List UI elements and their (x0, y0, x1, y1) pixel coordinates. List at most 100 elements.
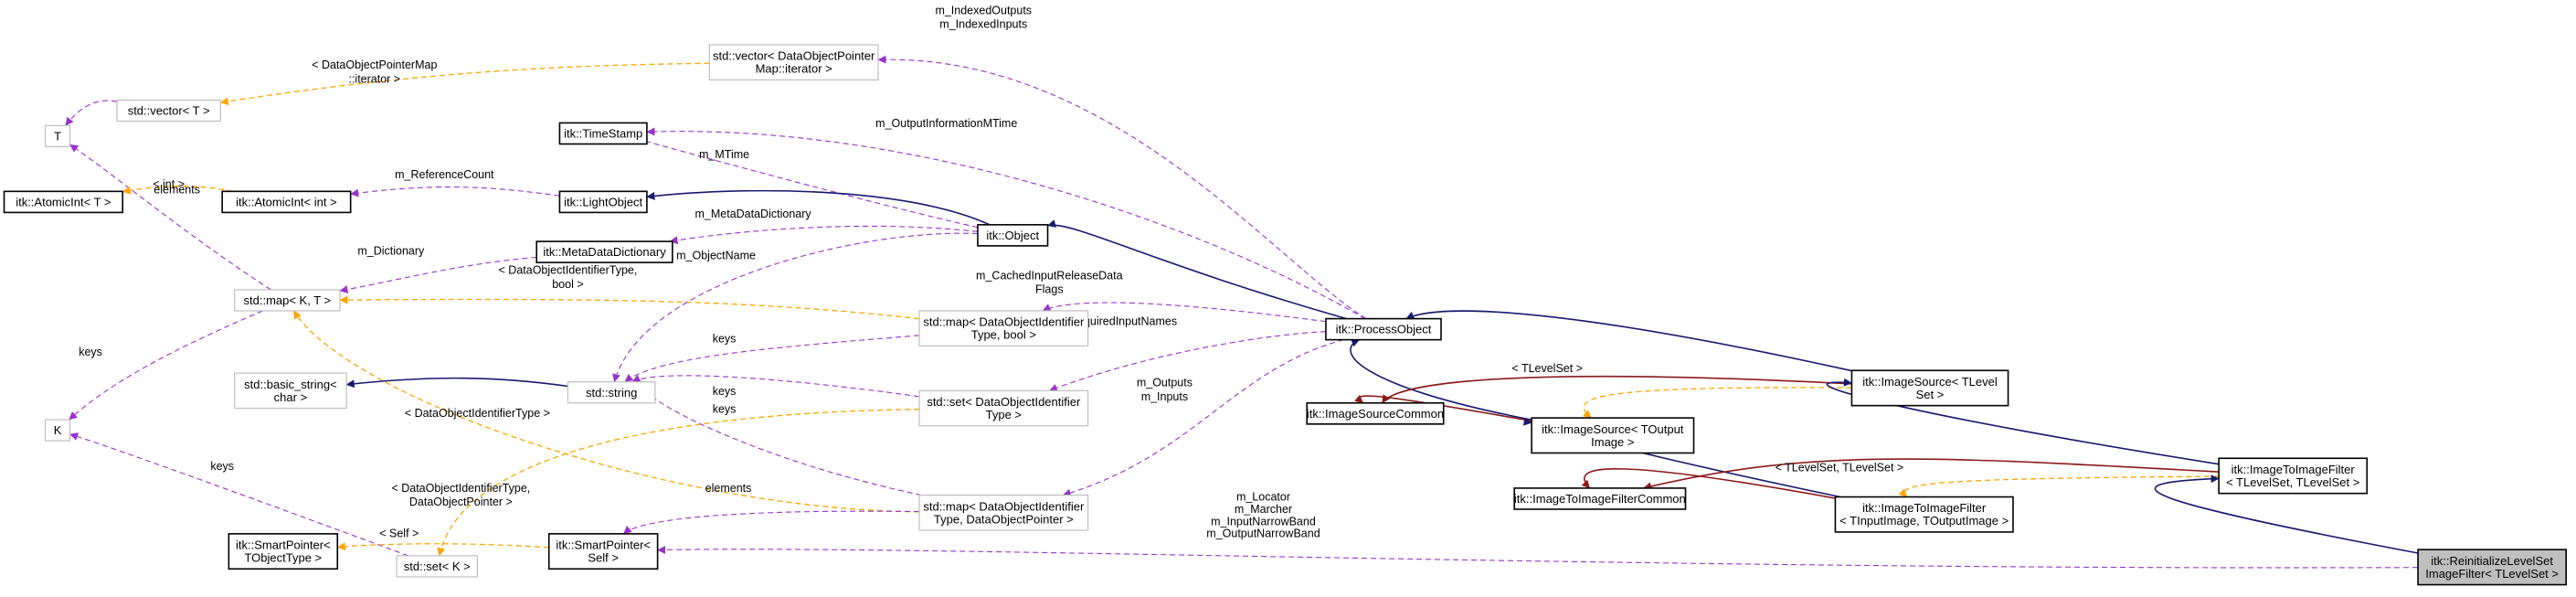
node-label: itk::ImageToImageFilter (2231, 463, 2356, 476)
edge-label: < DataObjectIdentifierType > (405, 407, 550, 420)
node-box (221, 190, 352, 214)
node-label: itk::SmartPointer< (236, 538, 331, 552)
node-itk-imagetoimagefilter-tlevelset-tlevelset[interactable]: itk::ImageToImageFilter< TLevelSet, TLev… (2218, 457, 2369, 495)
node-std-set-k[interactable]: std::set< K > (396, 555, 478, 578)
node-itk-metadatadictionary[interactable]: itk::MetaDataDictionary (535, 240, 673, 263)
edge-label: m_Locator (1236, 490, 1290, 503)
node-label: std::string (586, 386, 637, 400)
node-std-map-dataobjectidentifier-type-dataobjectpointer[interactable]: std::map< DataObjectIdentifierType, Data… (918, 495, 1089, 531)
node-box (1834, 496, 2014, 533)
edge-line (1643, 458, 2220, 491)
node-itk-atomicint-t[interactable]: itk::AtomicInt< T > (3, 190, 123, 214)
node-itk-timestamp[interactable]: itk::TimeStamp (558, 122, 648, 145)
node-box (558, 122, 648, 145)
edge-line (437, 409, 920, 557)
edge-imagesource_ls-imagesourcecommon (1381, 375, 1852, 404)
node-box (116, 99, 221, 123)
edge-label: keys (713, 402, 737, 415)
node-box (1850, 369, 2009, 407)
node-itk-processobject[interactable]: itk::ProcessObject (1325, 317, 1442, 341)
edge-line (339, 256, 537, 294)
node-label: std::map< K, T > (244, 293, 332, 307)
node-t[interactable]: T (44, 124, 71, 147)
edge-line (219, 62, 710, 106)
edge-line (669, 225, 979, 245)
edge-label: keys (210, 460, 234, 473)
edge-line (292, 310, 920, 513)
node-box (3, 190, 123, 214)
edge-line (339, 295, 920, 320)
edge-line (1350, 338, 1532, 421)
node-label: std::vector< DataObjectPointer (713, 49, 875, 63)
edge-line (657, 545, 2419, 569)
edge-processobject-set_doit (1048, 331, 1326, 392)
node-box (1531, 417, 1695, 454)
node-itk-imagetoimagefilter-tinputimage-toutputimage[interactable]: itk::ImageToImageFilter< TInputImage, TO… (1834, 496, 2014, 533)
edge-label: < TLevelSet > (1511, 362, 1583, 375)
node-label: ImageFilter< TLevelSet > (2425, 567, 2559, 581)
edge-label: m_Marcher (1235, 503, 1292, 516)
edge-label: DataObjectPointer > (409, 496, 513, 508)
node-std-vector-dataobjectpointer-map-iterator[interactable]: std::vector< DataObjectPointerMap::itera… (708, 44, 879, 80)
edge-set_K-K (69, 432, 408, 557)
edge-reinit-smartptr_self (657, 545, 2419, 569)
node-box (547, 533, 659, 570)
edge-smartptr_self-smartptr_T (336, 542, 549, 551)
node-label: Image > (1591, 435, 1634, 449)
edge-label: m_Dictionary (357, 244, 425, 257)
node-k[interactable]: K (44, 419, 71, 442)
node-itk-atomicint-int[interactable]: itk::AtomicInt< int > (221, 190, 352, 214)
edge-vector_dop-vector_T (219, 62, 710, 106)
edge-line (623, 510, 920, 535)
node-box (1513, 487, 1687, 510)
edge-processobject-timestamp (646, 127, 1366, 320)
node-box (535, 240, 673, 263)
node-label: < TInputImage, TOutputImage > (1839, 514, 2009, 528)
edge-label: m_IndexedInputs (939, 18, 1027, 31)
edge-imagetoimage_ls-imagetoimagefiltercommon (1643, 458, 2220, 491)
node-itk-lightobject[interactable]: itk::LightObject (558, 190, 648, 214)
node-std-vector-t[interactable]: std::vector< T > (116, 99, 221, 123)
edge-line (646, 127, 1366, 320)
node-label: itk::ImageSourceCommon (1307, 407, 1444, 421)
edge-line (122, 185, 234, 195)
node-std-map-k-t[interactable]: std::map< K, T > (234, 289, 341, 312)
edge-object-metadatadict (669, 225, 979, 245)
node-std-map-dataobjectidentifier-type-bool[interactable]: std::map< DataObjectIdentifierType, bool… (918, 310, 1089, 346)
edge-line (69, 432, 408, 557)
edge-label: keys (713, 385, 737, 398)
edge-line (631, 374, 920, 398)
edge-processobject-vector_dop (877, 55, 1367, 320)
edge-line (1047, 219, 1347, 320)
edge-set_doit-set_K (437, 409, 920, 557)
node-label: std::map< DataObjectIdentifier (923, 315, 1085, 329)
edge-line (69, 310, 263, 421)
node-label: Self > (588, 551, 619, 565)
node-label: std::map< DataObjectIdentifier (923, 499, 1085, 513)
edge-label: m_MetaDataDictionary (695, 208, 812, 220)
node-std-string[interactable]: std::string (567, 381, 656, 404)
node-itk-object[interactable]: itk::Object (977, 224, 1049, 247)
node-itk-imagetoimagefiltercommon[interactable]: itk::ImageToImageFilterCommon (1513, 487, 1687, 510)
edge-map_dop-string (647, 391, 922, 496)
node-label: itk::ReinitializeLevelSet (2431, 554, 2553, 568)
node-itk-imagesource-toutput-image[interactable]: itk::ImageSource< TOutputImage > (1531, 417, 1695, 454)
node-itk-imagesource-tlevel-set[interactable]: itk::ImageSource< TLevelSet > (1850, 369, 2009, 407)
edge-label: m_IndexedOutputs (935, 4, 1032, 16)
edge-map_dop-map_KT (292, 310, 920, 513)
edge-processobject-map_dop (1062, 339, 1344, 497)
node-label: itk::MetaDataDictionary (543, 245, 666, 259)
edge-label: m_ObjectName (676, 249, 756, 261)
node-label: itk::LightObject (564, 195, 642, 208)
node-itk-smartpointer-tobjecttype[interactable]: itk::SmartPointer<TObjectType > (228, 533, 339, 570)
node-std-set-dataobjectidentifier-type[interactable]: std::set< DataObjectIdentifierType > (918, 389, 1089, 427)
edge-map_bool-string (624, 335, 920, 383)
node-itk-smartpointer-self[interactable]: itk::SmartPointer<Self > (547, 533, 659, 570)
edge-line (1898, 475, 2220, 497)
edge-imagesource_ls-processobject (1405, 310, 1852, 372)
node-itk-imagesourcecommon[interactable]: itk::ImageSourceCommon (1306, 401, 1445, 425)
node-std-basic-string-char[interactable]: std::basic_string<char > (234, 372, 347, 410)
edge-processobject-object (1047, 219, 1347, 320)
edge-line (1354, 394, 1532, 422)
